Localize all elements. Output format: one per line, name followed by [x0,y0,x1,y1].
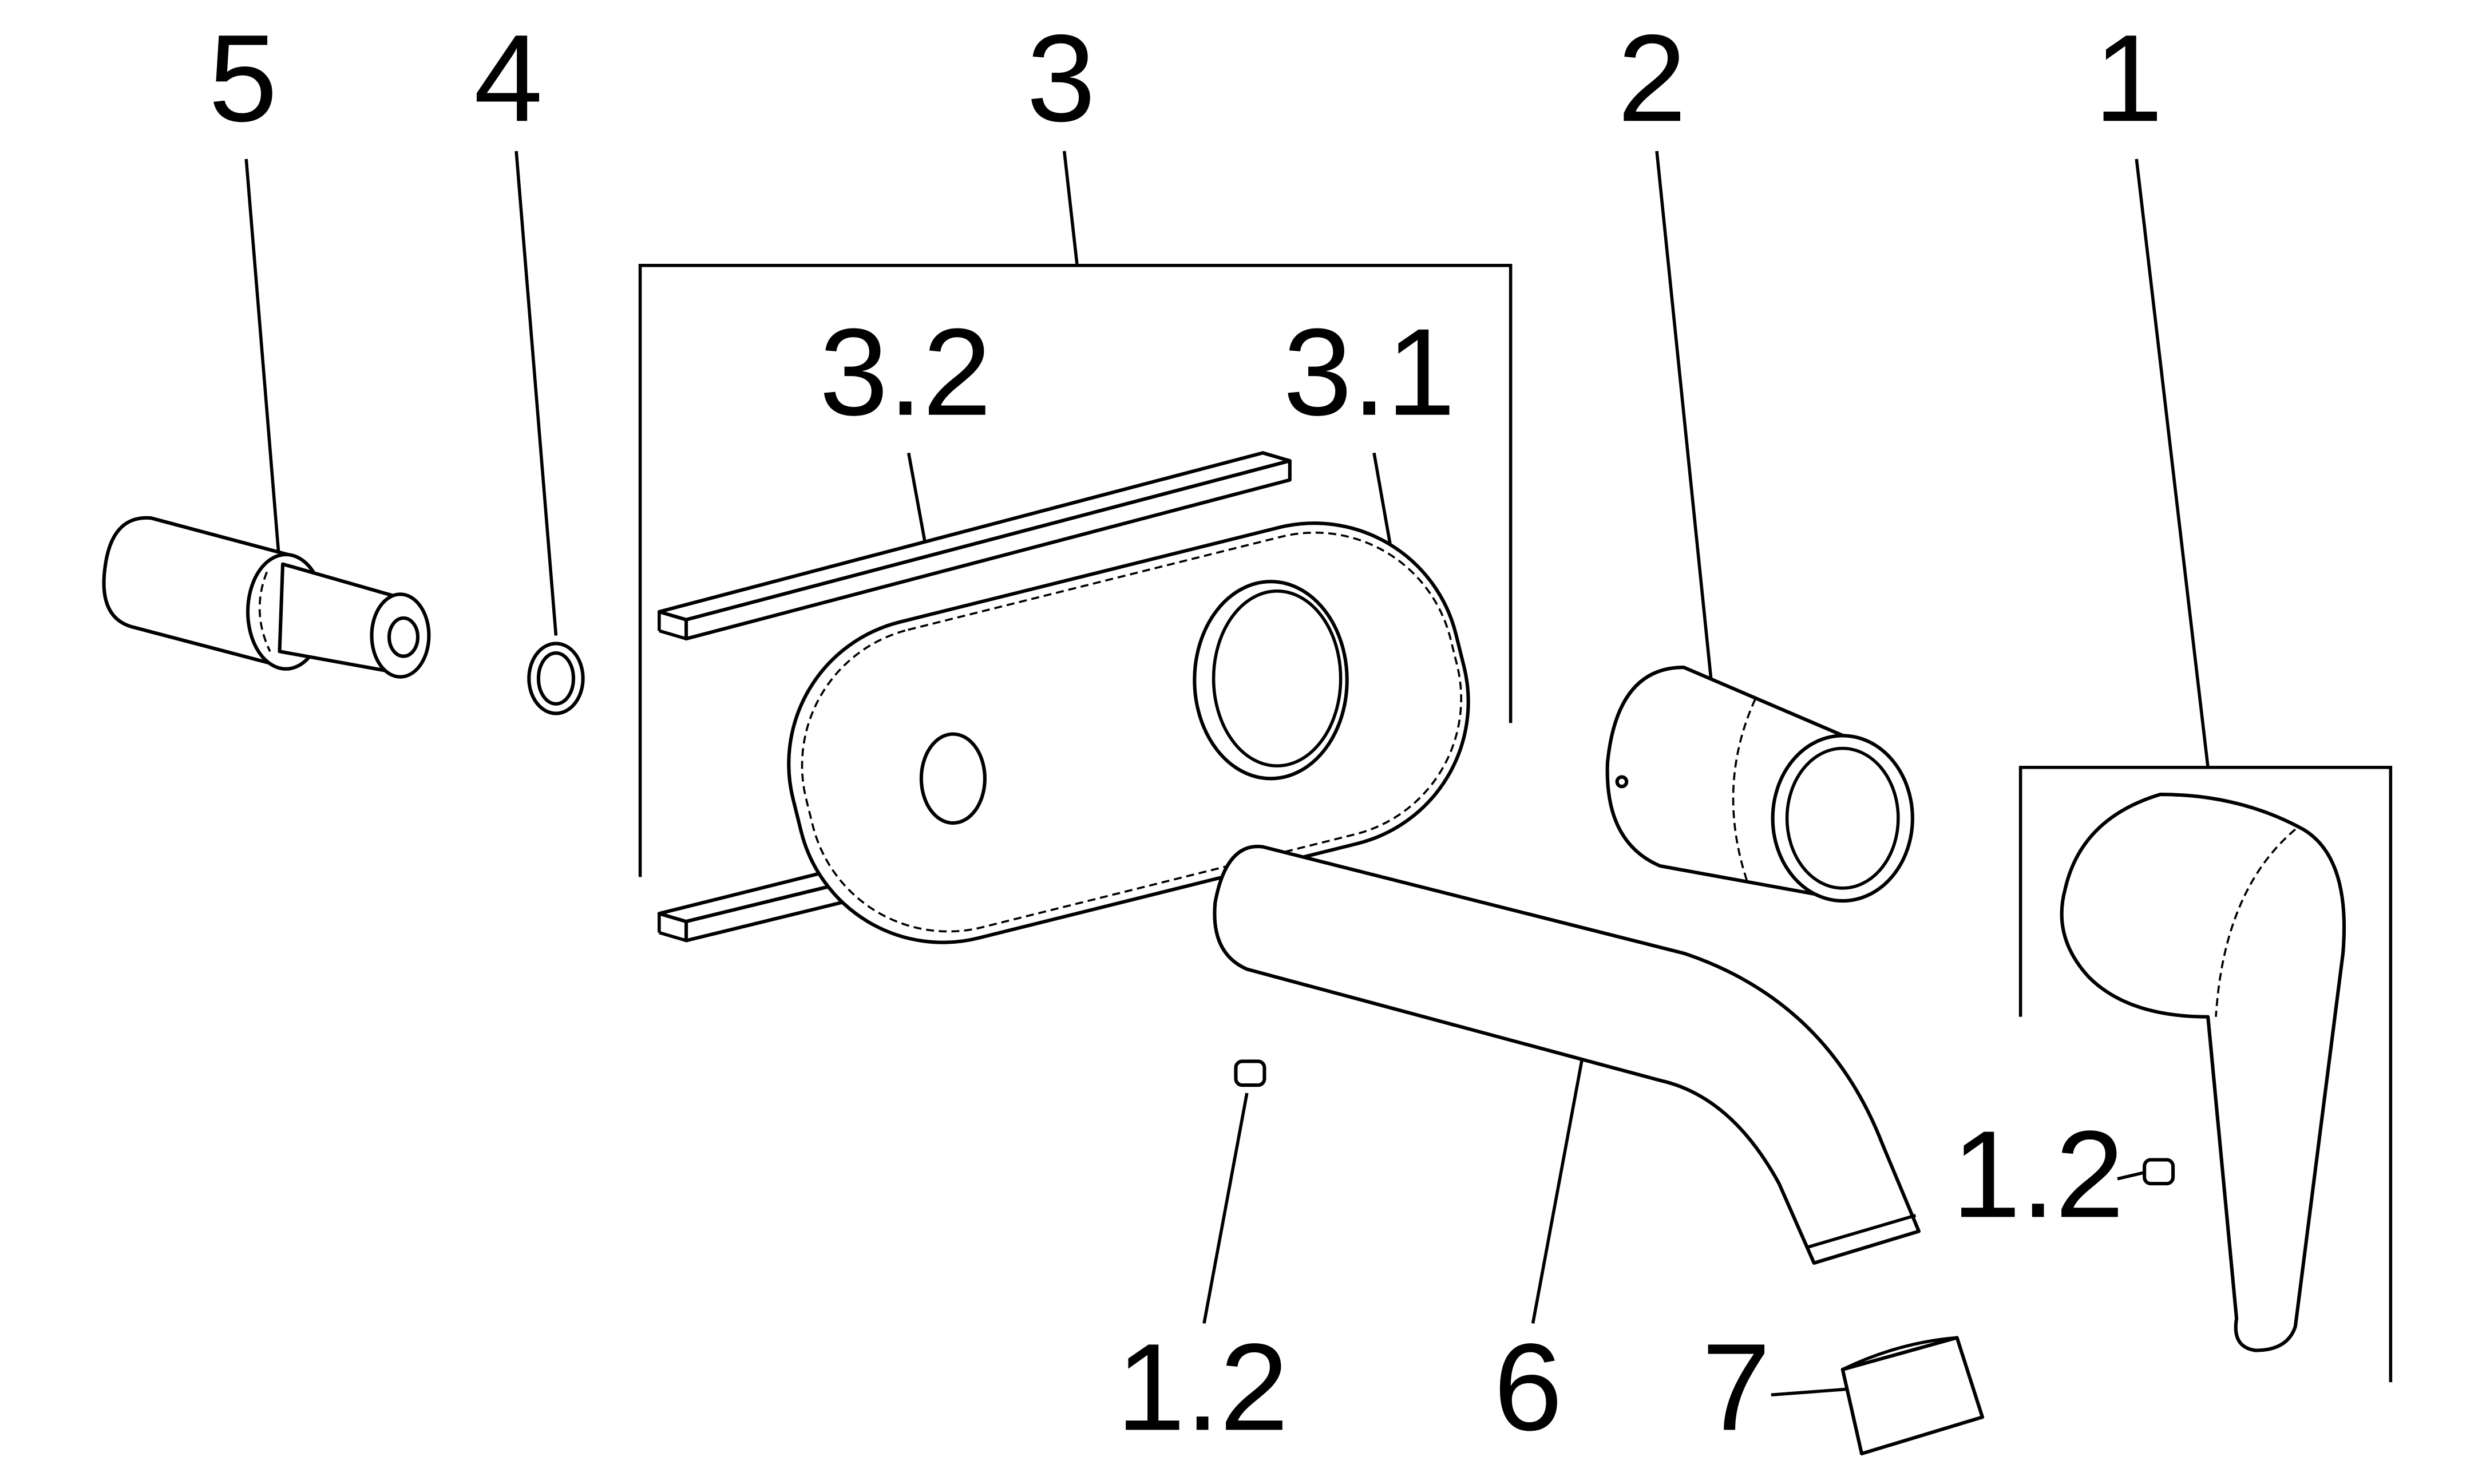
part-1-2-plug-right [2143,1158,2175,1186]
label-part-3-1: 3.1 [1283,303,1455,441]
part-2-sleeve [1605,665,1914,903]
part-6-spout [1213,845,1921,1265]
label-part-5: 5 [208,9,277,147]
part-3-2-bars [657,451,1292,943]
label-part-4: 4 [474,9,543,147]
part-5-cartridge [102,516,431,679]
part-3-1-cover-plate [787,521,1470,944]
part-4-o-ring [527,642,585,715]
part-7-aerator [1840,1336,1985,1456]
label-part-3: 3 [1027,9,1095,147]
part-1-2-plug-left [1234,1059,1266,1087]
leader-lines [244,151,2393,1397]
label-part-6: 6 [1494,1317,1562,1456]
label-part-7: 7 [1702,1317,1771,1456]
label-part-2: 2 [1617,9,1686,147]
label-part-1-2-right: 1.2 [1952,1105,2124,1243]
label-part-3-2: 3.2 [820,303,992,441]
label-part-1: 1 [2094,9,2163,147]
label-part-1-2-left: 1.2 [1117,1317,1289,1456]
part-1-handle [2060,793,2346,1352]
